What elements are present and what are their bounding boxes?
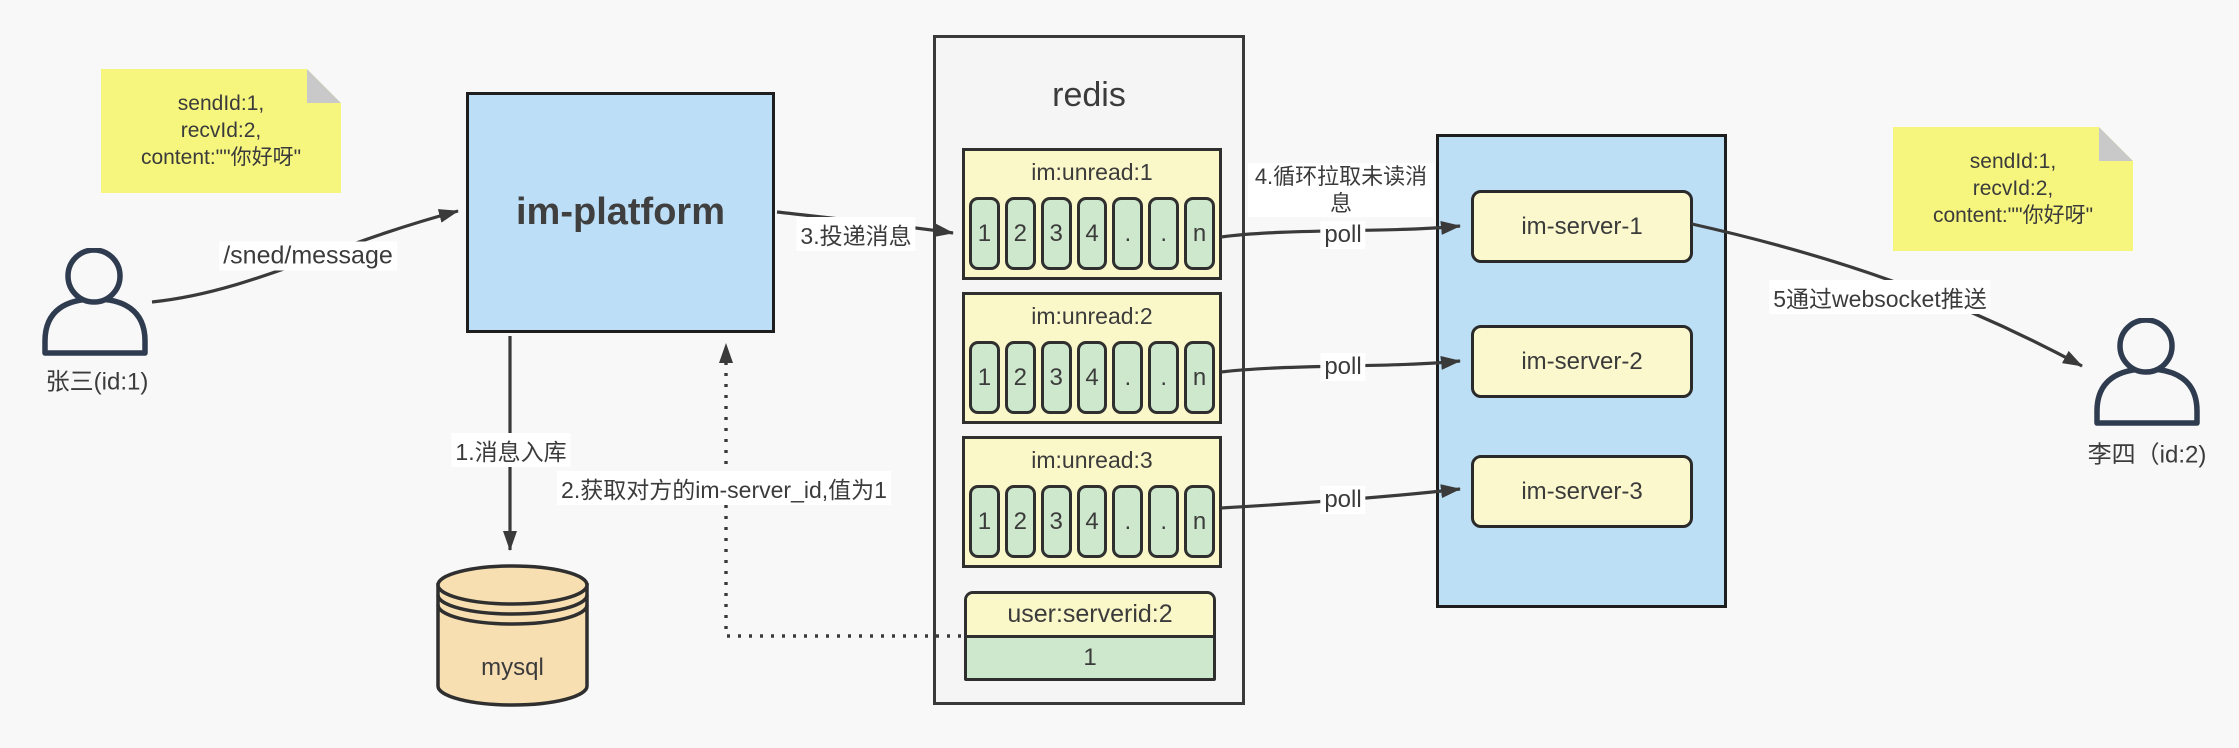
- edge-label-poll-2: poll: [1320, 353, 1366, 381]
- note-line: recvId:2,: [1972, 177, 2054, 200]
- queue-cell: .: [1148, 341, 1180, 414]
- im-server-label: im-server-2: [1521, 347, 1643, 375]
- im-server-label: im-server-1: [1521, 212, 1643, 240]
- user-icon: [42, 248, 148, 356]
- queue-cell: 3: [1040, 341, 1072, 414]
- queue-cell: 1: [969, 485, 1000, 558]
- sender-label: 张三(id:1): [45, 368, 149, 396]
- queue-title: im:unread:3: [1031, 447, 1153, 473]
- mysql-label: mysql: [481, 654, 544, 681]
- receiver-label: 李四（id:2): [2087, 441, 2207, 469]
- im-server-cluster: im-server-1 im-server-2 im-server-3: [1436, 134, 1727, 608]
- queue-cell: n: [1184, 197, 1216, 270]
- edge-label-step4-line2: 息: [1329, 191, 1352, 216]
- queue-cell: .: [1112, 485, 1144, 558]
- edge-label-poll-3: poll: [1320, 486, 1366, 514]
- queue-cell: 2: [1004, 197, 1036, 270]
- note-line: recvId:2,: [180, 119, 262, 142]
- note-line: sendId:1,: [177, 92, 265, 115]
- edge-label-step4: 4.循环拉取未读消 息: [1248, 163, 1434, 217]
- queue-cell: 4: [1076, 485, 1108, 558]
- user-icon: [2094, 318, 2200, 426]
- edge-label-step5: 5通过websocket推送: [1769, 280, 1991, 314]
- redis-user-serverid-map: user:serverid:2 1: [964, 591, 1216, 681]
- queue-cell: n: [1184, 341, 1216, 414]
- note-fold-icon: [307, 69, 341, 103]
- message-note-right: sendId:1, recvId:2, content:""你好呀": [1893, 127, 2133, 251]
- queue-cell: 3: [1040, 197, 1072, 270]
- queue-title: im:unread:2: [1031, 303, 1153, 329]
- note-line: sendId:1,: [1969, 150, 2057, 173]
- queue-cell: 2: [1004, 341, 1036, 414]
- queue-cell: 1: [969, 197, 1000, 270]
- im-server-1-node: im-server-1: [1471, 190, 1693, 263]
- im-server-2-node: im-server-2: [1471, 325, 1693, 398]
- message-note-left: sendId:1, recvId:2, content:""你好呀": [101, 69, 341, 193]
- im-server-label: im-server-3: [1521, 477, 1643, 505]
- queue-cell: 4: [1076, 197, 1108, 270]
- redis-queue-unread-1: im:unread:1 1 2 3 4 . . n: [962, 148, 1222, 280]
- edge-label-poll-1: poll: [1320, 221, 1366, 249]
- queue-cell: 1: [969, 341, 1000, 414]
- note-line: content:""你好呀": [1932, 204, 2094, 227]
- queue-cell: 4: [1076, 341, 1108, 414]
- redis-title: redis: [1052, 76, 1126, 114]
- server-map-key: user:serverid:2: [967, 594, 1213, 638]
- edge-label-step1: 1.消息入库: [451, 433, 571, 467]
- im-platform-label: im-platform: [516, 191, 725, 233]
- im-platform-node: im-platform: [466, 92, 775, 333]
- queue-cell: 3: [1040, 485, 1072, 558]
- im-server-3-node: im-server-3: [1471, 455, 1693, 528]
- queue-title: im:unread:1: [1031, 159, 1153, 185]
- redis-queue-unread-3: im:unread:3 1 2 3 4 . . n: [962, 436, 1222, 568]
- mysql-database-icon: mysql: [436, 564, 589, 707]
- redis-container: redis im:unread:1 1 2 3 4 . . n im:unrea…: [933, 35, 1245, 705]
- edge-label-step2: 2.获取对方的im-server_id,值为1: [557, 471, 891, 505]
- redis-queue-unread-2: im:unread:2 1 2 3 4 . . n: [962, 292, 1222, 424]
- queue-cell: n: [1184, 485, 1216, 558]
- queue-cells: 1 2 3 4 . . n: [969, 485, 1216, 558]
- queue-cell: .: [1148, 197, 1180, 270]
- server-map-value: 1: [967, 638, 1213, 678]
- edge-label-step4-line1: 4.循环拉取未读消: [1254, 164, 1428, 189]
- edge-label-send: /sned/message: [219, 241, 397, 271]
- note-fold-icon: [2099, 127, 2133, 161]
- queue-cells: 1 2 3 4 . . n: [969, 197, 1216, 270]
- queue-cell: .: [1148, 485, 1180, 558]
- queue-cell: .: [1112, 341, 1144, 414]
- queue-cell: 2: [1004, 485, 1036, 558]
- edge-label-step3: 3.投递消息: [796, 217, 916, 251]
- note-line: content:""你好呀": [140, 146, 302, 169]
- queue-cells: 1 2 3 4 . . n: [969, 341, 1216, 414]
- queue-cell: .: [1112, 197, 1144, 270]
